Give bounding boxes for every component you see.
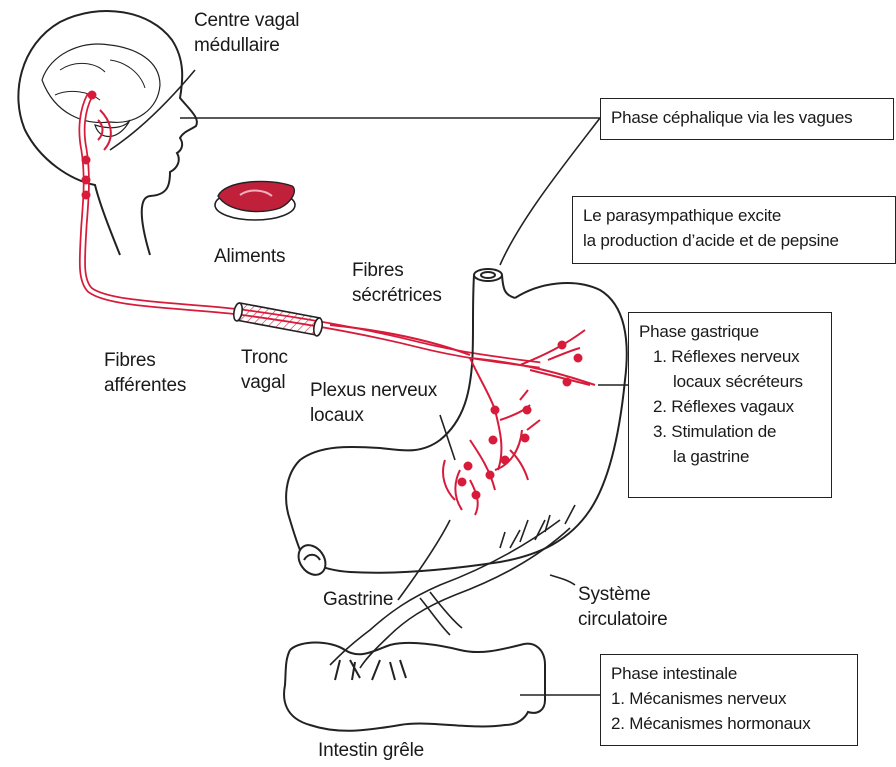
- centre-vagal-line1: Centre vagal: [194, 8, 299, 33]
- phase-intestinale-box: Phase intestinale 1. Mécanismes nerveux …: [600, 654, 858, 746]
- fibres-afferentes-line2: afférentes: [104, 373, 186, 398]
- parasympathique-line2: la production d’acide et de pepsine: [583, 228, 885, 253]
- parasympathique-box: Le parasympathique excite la production …: [572, 196, 896, 264]
- phase-intestinale-title: Phase intestinale: [611, 661, 847, 686]
- vagal-trunk: [232, 302, 323, 336]
- centre-vagal-label: Centre vagal médullaire: [194, 8, 299, 58]
- parasympathique-line1: Le parasympathique excite: [583, 203, 885, 228]
- aliments-label: Aliments: [214, 244, 285, 269]
- tronc-vagal-line2: vagal: [241, 370, 288, 395]
- tronc-vagal-line1: Tronc: [241, 345, 288, 370]
- small-intestine: [284, 643, 545, 731]
- tronc-vagal-label: Tronc vagal: [241, 345, 288, 395]
- plexus-line2: locaux: [310, 403, 437, 428]
- phase-cephalique-box: Phase céphalique via les vagues: [600, 98, 894, 140]
- fibres-secretrices-line2: sécrétrices: [352, 283, 442, 308]
- phase-gastrique-item: 3. Stimulation de: [639, 419, 821, 444]
- head-drawing: [18, 11, 197, 255]
- intestin-grele-label: Intestin grêle: [318, 738, 424, 763]
- centre-vagal-line2: médullaire: [194, 33, 299, 58]
- systeme-line1: Système: [578, 582, 667, 607]
- food-steak: [215, 181, 295, 220]
- phase-gastrique-box: Phase gastrique 1. Réflexes nerveux loca…: [628, 312, 832, 498]
- phase-intestinale-item: 2. Mécanismes hormonaux: [611, 711, 847, 736]
- systeme-circulatoire-label: Système circulatoire: [578, 582, 667, 632]
- phase-gastrique-item: 1. Réflexes nerveux: [639, 344, 821, 369]
- gastrine-label: Gastrine: [323, 587, 393, 612]
- phase-gastrique-item: la gastrine: [639, 444, 821, 469]
- plexus-line1: Plexus nerveux: [310, 378, 437, 403]
- plexus-label: Plexus nerveux locaux: [310, 378, 437, 428]
- systeme-line2: circulatoire: [578, 607, 667, 632]
- fibres-secretrices-line1: Fibres: [352, 258, 442, 283]
- phase-gastrique-item: locaux sécréteurs: [639, 369, 821, 394]
- esophagus: [472, 269, 515, 365]
- phase-gastrique-title: Phase gastrique: [639, 319, 821, 344]
- fibres-afferentes-line1: Fibres: [104, 348, 186, 373]
- phase-intestinale-item: 1. Mécanismes nerveux: [611, 686, 847, 711]
- phase-gastrique-item: 2. Réflexes vagaux: [639, 394, 821, 419]
- phase-cephalique-text: Phase céphalique via les vagues: [611, 105, 883, 130]
- fibres-afferentes-label: Fibres afférentes: [104, 348, 186, 398]
- fibres-secretrices-label: Fibres sécrétrices: [352, 258, 442, 308]
